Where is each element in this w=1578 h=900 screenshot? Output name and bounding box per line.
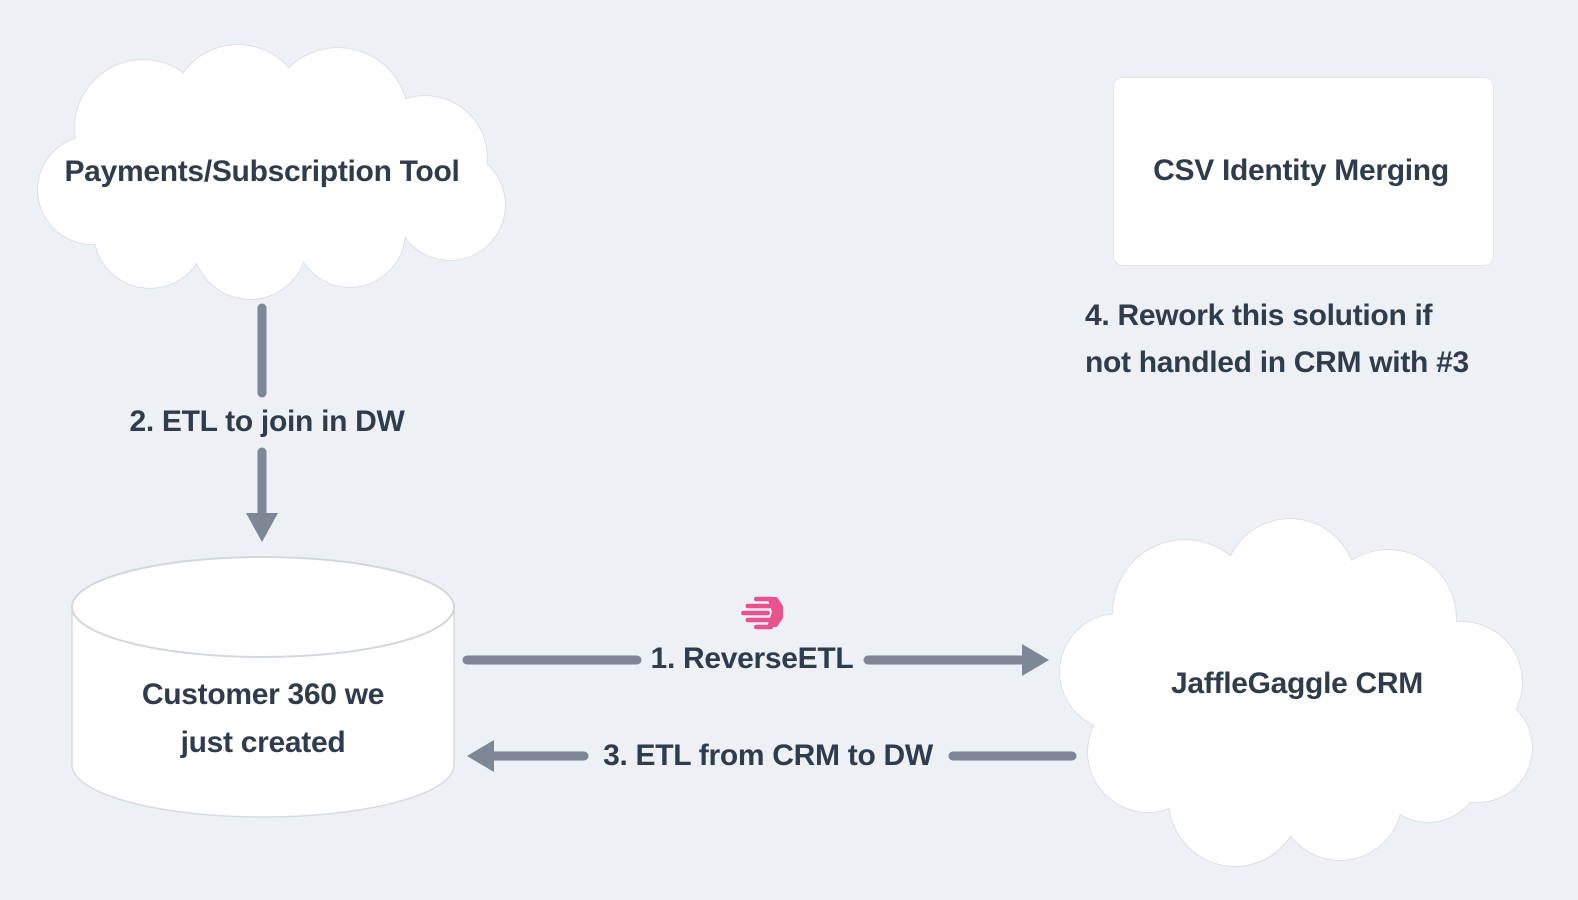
- census-logo-icon: [741, 596, 783, 630]
- payments-cloud-label: Payments/Subscription Tool: [64, 155, 460, 188]
- csv-merging-card: [1113, 77, 1494, 266]
- rework-note-line1: 4. Rework this solution if: [1085, 299, 1433, 332]
- edge-reverse-etl-arrow: [462, 644, 1049, 676]
- edge-etl-from-crm-arrow: [467, 740, 1077, 772]
- rework-note-line2: not handled in CRM with #3: [1085, 346, 1469, 379]
- edge-etl-join-label: 2. ETL to join in DW: [123, 404, 411, 440]
- rework-note: 4. Rework this solution if not handled i…: [1085, 292, 1469, 386]
- warehouse-label-line2: just created: [180, 726, 346, 759]
- warehouse-label-line1: Customer 360 we: [141, 678, 385, 711]
- warehouse-cylinder-shape: [71, 556, 455, 818]
- warehouse-cylinder-label: Customer 360 we just created: [141, 671, 385, 767]
- edge-reverse-etl-label: 1. ReverseETL: [644, 641, 860, 677]
- edge-etl-from-crm-label: 3. ETL from CRM to DW: [597, 738, 939, 774]
- crm-cloud-label: JaffleGaggle CRM: [1171, 667, 1423, 700]
- csv-card-label: CSV Identity Merging: [1153, 154, 1449, 187]
- edge-etl-join-arrow: [246, 303, 278, 542]
